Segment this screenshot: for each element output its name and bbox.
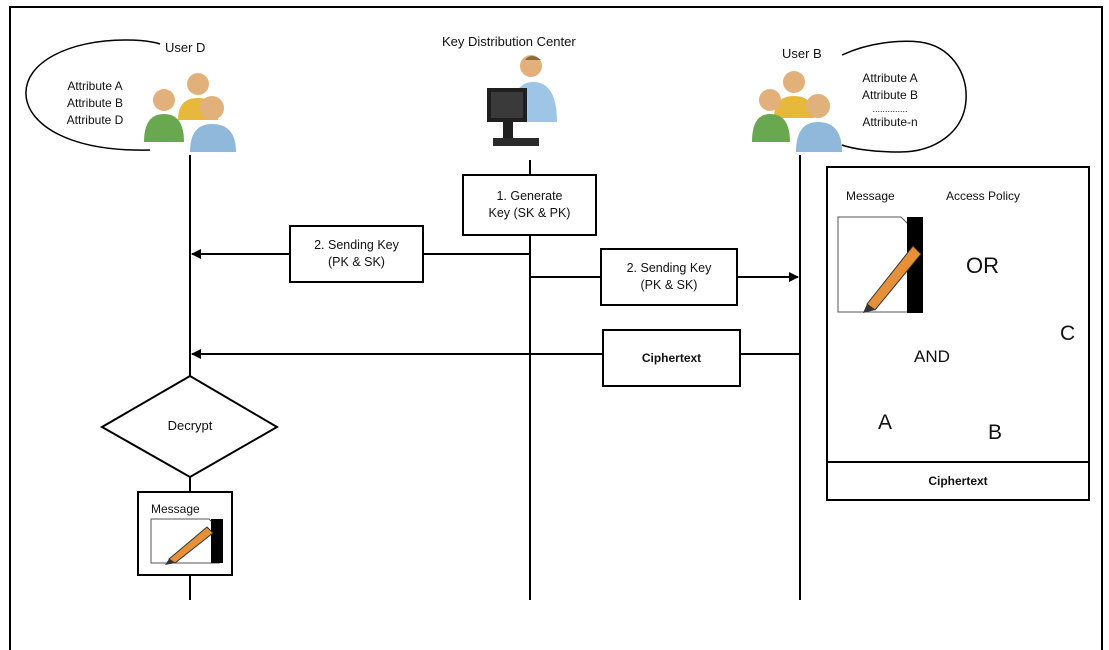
tree-leaf-c: C — [1060, 322, 1076, 345]
user-group-icon — [144, 73, 236, 152]
send-key-left-box: 2. Sending Key (PK & SK) — [289, 225, 424, 283]
send-key-right-line: 2. Sending Key — [626, 261, 712, 275]
kdc-admin-computer-icon — [487, 55, 557, 146]
user-d-attribute: Attribute D — [66, 113, 124, 127]
user-b-attribute: .............. — [872, 104, 908, 114]
generate-key-line: 1. Generate — [496, 189, 563, 203]
document-pencil-icon — [150, 518, 223, 565]
tree-node-or-label: OR — [966, 253, 999, 278]
generate-key-box: 1. Generate Key (SK & PK) — [462, 174, 597, 236]
user-b-attributes: Attribute A Attribute B .............. A… — [850, 70, 930, 131]
ciphertext-panel-footer: Ciphertext — [928, 473, 988, 488]
message-label: Message — [151, 502, 200, 516]
decrypted-message-box: Message — [137, 491, 233, 576]
user-group-icon — [752, 71, 842, 152]
access-policy-label: Access Policy — [946, 189, 1021, 203]
diagram-frame — [9, 6, 1103, 650]
send-key-right-box: 2. Sending Key (PK & SK) — [600, 248, 738, 306]
send-key-right-line: (PK & SK) — [640, 278, 698, 292]
send-key-left-line: 2. Sending Key — [314, 238, 399, 252]
user-b-attribute: Attribute-n — [862, 115, 918, 129]
tree-leaf-a: A — [878, 411, 893, 434]
send-key-left-line: (PK & SK) — [328, 255, 385, 269]
decrypt-diamond — [99, 374, 279, 479]
document-pencil-icon — [837, 216, 923, 313]
panel-message-label: Message — [846, 189, 895, 203]
user-d-title: User D — [165, 40, 206, 55]
user-b-attribute: Attribute B — [861, 88, 919, 102]
tree-node-and-label: AND — [914, 347, 950, 366]
ciphertext-panel-body: Message Access Policy — [828, 168, 1088, 463]
user-d-attributes: Attribute A Attribute B Attribute D — [50, 78, 140, 129]
ciphertext-label: Ciphertext — [641, 350, 702, 365]
user-d-attribute: Attribute B — [66, 96, 124, 110]
generate-key-line: Key (SK & PK) — [488, 206, 571, 220]
kdc-title: Key Distribution Center — [442, 34, 576, 49]
tree-leaf-b: B — [988, 421, 1003, 444]
user-d-attribute: Attribute A — [67, 79, 123, 93]
user-b-attribute: Attribute A — [862, 71, 918, 85]
decrypt-label: Decrypt — [167, 418, 213, 433]
ciphertext-box: Ciphertext — [602, 329, 741, 387]
user-b-callout — [841, 40, 967, 153]
user-b-title: User B — [782, 46, 822, 61]
ciphertext-panel: Message Access Policy Ciphertext — [826, 166, 1090, 501]
user-d-callout — [25, 39, 161, 151]
